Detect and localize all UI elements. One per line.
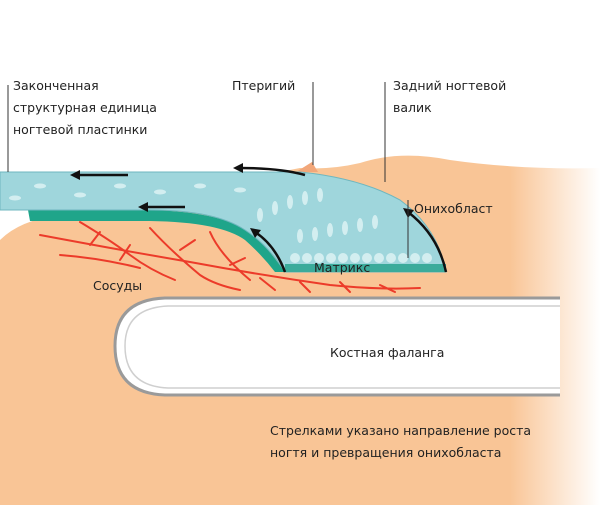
nail-bed bbox=[28, 210, 285, 272]
caption-line-1: Стрелками указано направление роста bbox=[270, 423, 531, 438]
leader-lines bbox=[7, 82, 409, 258]
growth-arrows bbox=[75, 166, 448, 273]
label-finished-unit-3: ногтевой пластинки bbox=[13, 122, 147, 137]
label-posterior-fold-1: Задний ногтевой bbox=[393, 78, 506, 93]
label-posterior-fold-2: валик bbox=[393, 100, 432, 115]
label-finished-unit-1: Законченная bbox=[13, 78, 99, 93]
label-vessels: Сосуды bbox=[93, 278, 142, 293]
blood-vessels bbox=[39, 221, 421, 293]
caption-line-2: ногтя и превращения онихобласта bbox=[270, 445, 501, 460]
matrix-base bbox=[285, 264, 446, 272]
finger-skin-bottom bbox=[0, 505, 600, 514]
onychoblast-cells bbox=[9, 183, 432, 263]
label-onychoblast: Онихобласт bbox=[414, 201, 493, 216]
label-matrix: Матрикс bbox=[314, 260, 370, 275]
bone-inner bbox=[124, 305, 560, 389]
arrow-heads bbox=[70, 163, 414, 238]
label-bone: Костная фаланга bbox=[330, 345, 444, 360]
bone-phalanx bbox=[113, 296, 560, 397]
label-finished-unit-2: структурная единица bbox=[13, 100, 157, 115]
pterygium bbox=[296, 162, 318, 172]
label-pterygium: Птеригий bbox=[232, 78, 295, 93]
